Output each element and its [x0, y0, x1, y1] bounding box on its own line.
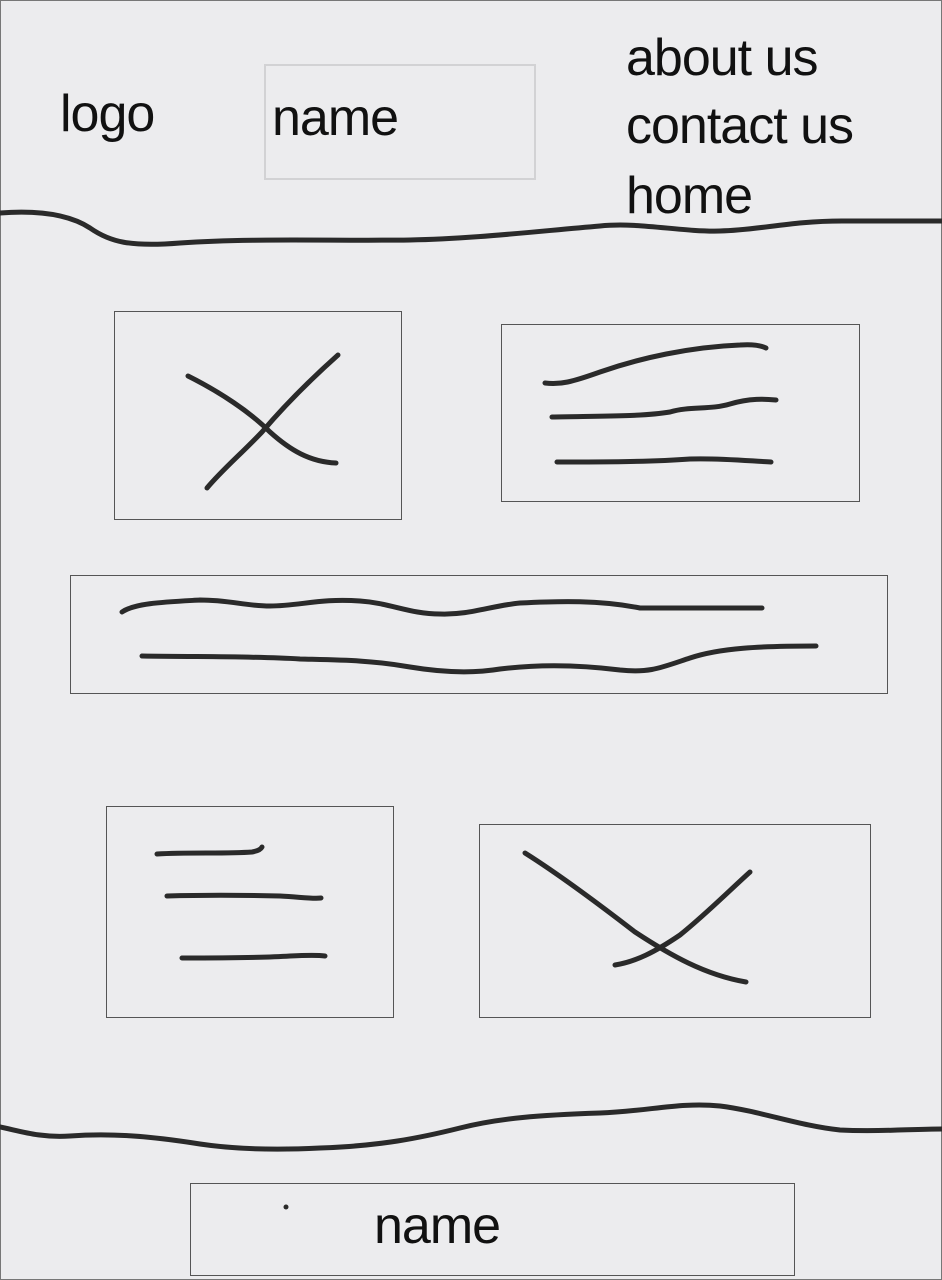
nav-about-us-link[interactable]: about us [626, 29, 818, 87]
image-x-icon [522, 850, 749, 985]
text-line [554, 456, 774, 465]
header-divider [0, 209, 942, 247]
text-block-top-right [501, 324, 860, 502]
logo[interactable]: logo [60, 85, 155, 143]
stray-dot [283, 1204, 289, 1210]
image-x-icon [185, 373, 339, 466]
image-placeholder-top-left [114, 311, 402, 520]
text-line [164, 892, 324, 901]
nav-contact-us-link[interactable]: contact us [626, 97, 854, 155]
text-block-wide [70, 575, 888, 694]
text-block-bottom-left [106, 806, 394, 1018]
text-line [139, 643, 819, 675]
image-placeholder-bottom-right [479, 824, 871, 1018]
site-name: name [272, 89, 399, 147]
text-line [542, 342, 769, 387]
footer-divider [0, 1102, 942, 1152]
text-line [549, 396, 779, 420]
text-line [119, 597, 765, 617]
nav-home-link[interactable]: home [626, 167, 753, 225]
footer-name-box [190, 1183, 795, 1276]
site-name-box [264, 64, 536, 180]
text-line [154, 844, 265, 857]
footer-name: name [374, 1197, 501, 1255]
text-line [179, 952, 328, 961]
